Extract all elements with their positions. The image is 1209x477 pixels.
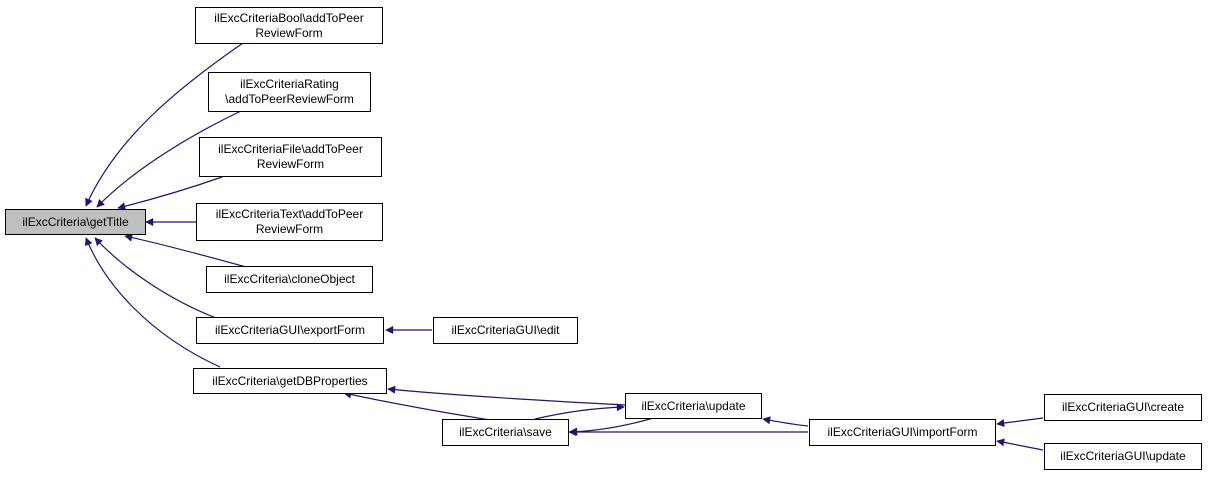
node-label: ilExcCriteriaBool\addToPeer ReviewForm bbox=[214, 10, 364, 40]
node-label: ilExcCriteria\update bbox=[641, 398, 746, 413]
edge-save-to-update bbox=[534, 403, 625, 420]
node-ilexccriteriarating-addtopeerreviewform[interactable]: ilExcCriteriaRating \addToPeerReviewForm bbox=[208, 72, 371, 112]
node-ilexccriteriagui-edit[interactable]: ilExcCriteriaGUI\edit bbox=[433, 317, 578, 344]
edge-update-to-getdb bbox=[387, 385, 626, 406]
node-ilexccriteriagui-exportform[interactable]: ilExcCriteriaGUI\exportForm bbox=[196, 317, 384, 344]
edge-export-to-root bbox=[94, 237, 217, 319]
node-ilexccriteriagui-update[interactable]: ilExcCriteriaGUI\update bbox=[1044, 443, 1202, 470]
node-ilexccriteria-cloneobject[interactable]: ilExcCriteria\cloneObject bbox=[206, 266, 373, 293]
edge-bool-to-root bbox=[85, 42, 244, 207]
node-ilexccriteriabool-addtopeerreviewform[interactable]: ilExcCriteriaBool\addToPeer ReviewForm bbox=[195, 7, 383, 44]
node-label: ilExcCriteriaFile\addToPeer ReviewForm bbox=[218, 142, 363, 171]
node-label: ilExcCriteriaGUI\update bbox=[1060, 449, 1186, 463]
node-label: ilExcCriteriaRating \addToPeerReviewForm bbox=[225, 77, 354, 106]
node-label: ilExcCriteriaGUI\create bbox=[1061, 400, 1185, 414]
node-label: ilExcCriteriaGUI\importForm bbox=[827, 425, 978, 439]
edge-rating-to-root bbox=[96, 109, 244, 208]
edge-file-to-root bbox=[117, 176, 223, 211]
node-ilexccriteria-save[interactable]: ilExcCriteria\save bbox=[442, 419, 569, 446]
node-label: ilExcCriteria\getDBProperties bbox=[212, 373, 368, 388]
edge-guiupdate-to-import bbox=[996, 438, 1044, 451]
edge-save-to-getdb bbox=[343, 390, 491, 421]
edge-getdb-to-root bbox=[84, 237, 221, 368]
node-ilexccriteria-getdbproperties[interactable]: ilExcCriteria\getDBProperties bbox=[193, 368, 387, 394]
node-label: ilExcCriteriaGUI\edit bbox=[451, 323, 560, 337]
node-ilexccriteria-update[interactable]: ilExcCriteria\update bbox=[625, 393, 762, 419]
node-label: ilExcCriteriaGUI\exportForm bbox=[214, 323, 366, 337]
edge-clone-to-root bbox=[124, 233, 247, 268]
node-label: ilExcCriteria\save bbox=[459, 425, 552, 439]
node-label: ilExcCriteria\cloneObject bbox=[224, 272, 355, 286]
node-ilexccriteriafile-addtopeerreviewform[interactable]: ilExcCriteriaFile\addToPeer ReviewForm bbox=[199, 137, 382, 177]
edge-update-to-save bbox=[569, 416, 658, 436]
node-ilexccriteriagui-create[interactable]: ilExcCriteriaGUI\create bbox=[1044, 394, 1202, 421]
node-label: ilExcCriteriaText\addToPeer ReviewForm bbox=[215, 207, 364, 236]
node-ilexccriteriatext-addtopeerreviewform[interactable]: ilExcCriteriaText\addToPeer ReviewForm bbox=[196, 203, 383, 241]
edge-create-to-import bbox=[996, 417, 1044, 428]
edge-import-to-update bbox=[762, 416, 809, 427]
node-ilexccriteriagui-importform[interactable]: ilExcCriteriaGUI\importForm bbox=[809, 419, 996, 446]
node-label: ilExcCriteria\getTitle bbox=[22, 214, 129, 229]
node-ilexccriteria-gettitle: ilExcCriteria\getTitle bbox=[5, 209, 146, 235]
